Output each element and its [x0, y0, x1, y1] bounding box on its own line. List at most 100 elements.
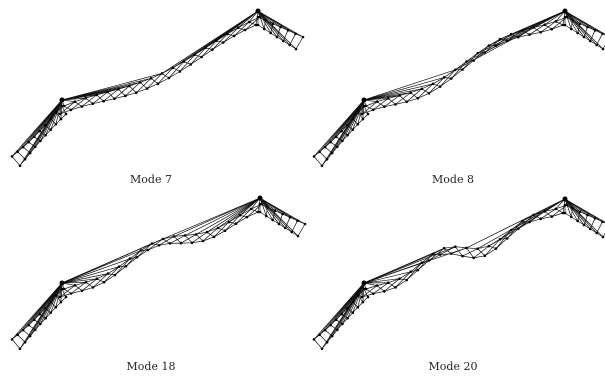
node	[431, 252, 435, 256]
node	[167, 76, 171, 80]
left-tower-top-node	[361, 280, 367, 286]
mode-7-diagram	[10, 8, 305, 167]
node	[498, 37, 502, 41]
node	[102, 281, 106, 284]
deck-brace	[147, 238, 164, 251]
node	[238, 214, 242, 217]
deck-brace	[529, 24, 545, 35]
mode-20-diagram	[312, 196, 605, 350]
deck-brace	[125, 250, 142, 267]
node	[341, 139, 344, 143]
stay-cable	[564, 10, 585, 38]
node	[483, 254, 487, 258]
node	[576, 31, 579, 35]
node	[106, 90, 109, 94]
node	[10, 338, 14, 341]
node	[578, 22, 582, 26]
node	[62, 104, 66, 108]
mode-18-wireframe	[10, 195, 307, 350]
node	[356, 123, 360, 126]
node	[204, 46, 207, 50]
deck-brace	[361, 285, 378, 298]
node	[286, 29, 290, 32]
node	[394, 286, 397, 289]
node	[223, 229, 227, 233]
node	[461, 68, 464, 71]
back-span-brace	[570, 208, 573, 218]
mode-panel-18: Mode 18	[0, 188, 307, 376]
stay-cable	[352, 282, 365, 313]
stay-cable	[173, 197, 261, 237]
stay-cable	[55, 282, 63, 308]
node	[366, 295, 370, 299]
mode-18-members	[11, 197, 306, 349]
node	[54, 306, 58, 309]
deck-brace	[235, 208, 252, 224]
node	[215, 39, 218, 43]
node	[550, 27, 554, 31]
stay-cable	[363, 77, 445, 101]
node	[281, 212, 284, 216]
node	[294, 47, 298, 51]
stay-cable	[206, 197, 261, 233]
node	[211, 48, 214, 51]
node	[576, 219, 579, 223]
deck-brace	[428, 77, 445, 94]
node	[476, 51, 479, 55]
node	[273, 209, 277, 212]
node	[494, 247, 498, 250]
deck-brace	[495, 33, 512, 46]
node	[336, 328, 339, 332]
stay-cable	[239, 197, 261, 216]
node	[487, 44, 491, 47]
node	[509, 228, 513, 232]
node	[194, 233, 198, 236]
stay-cable	[477, 10, 566, 54]
node	[275, 35, 279, 39]
stay-cable	[11, 282, 63, 340]
node	[222, 41, 225, 44]
node	[156, 82, 160, 85]
node	[146, 248, 150, 252]
node	[595, 231, 598, 235]
stay-cable	[237, 10, 259, 28]
mode-8-members	[313, 10, 605, 166]
deck-brace	[451, 61, 467, 79]
node	[58, 112, 62, 116]
back-span-brace	[596, 33, 603, 46]
deck-brace	[224, 215, 241, 232]
node	[16, 150, 19, 154]
node	[113, 97, 116, 100]
node	[383, 105, 386, 108]
deck-brace	[406, 262, 423, 281]
node	[282, 39, 285, 43]
node	[55, 111, 58, 114]
back-span-brace	[17, 334, 26, 343]
node	[145, 87, 149, 90]
node	[157, 244, 161, 247]
node	[498, 238, 502, 241]
back-span-brace	[319, 151, 328, 160]
mode-panel-20: Mode 20	[302, 188, 605, 376]
node	[34, 145, 37, 149]
back-span-brace	[22, 329, 31, 337]
node	[38, 129, 42, 133]
node	[409, 270, 412, 274]
back-span-brace	[602, 44, 605, 50]
stay-cable	[321, 282, 365, 349]
node	[296, 234, 300, 238]
back-span-brace	[596, 221, 603, 234]
node	[290, 230, 294, 234]
node	[570, 27, 573, 31]
node	[161, 237, 165, 241]
back-span-brace	[291, 220, 298, 233]
node	[505, 39, 509, 42]
node	[113, 273, 117, 277]
node	[256, 15, 260, 19]
stay-cable	[61, 266, 120, 284]
node	[245, 215, 249, 219]
mode-7-wireframe	[10, 8, 305, 167]
node	[288, 216, 292, 219]
mode-8-nodes	[312, 8, 605, 167]
node	[168, 242, 172, 245]
